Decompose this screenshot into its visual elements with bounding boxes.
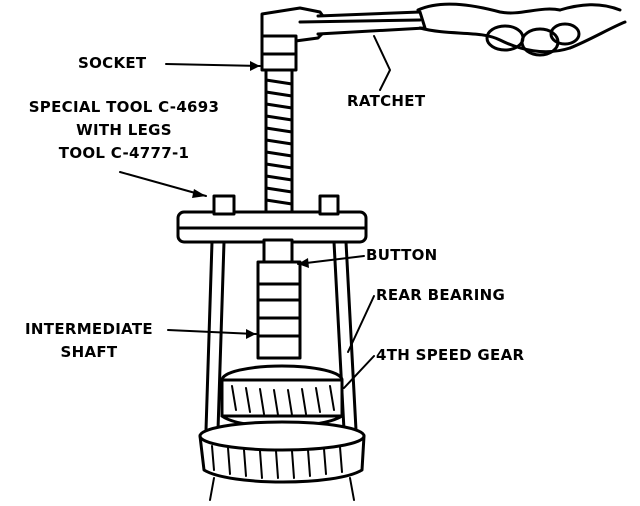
fourth-speed-gear (220, 364, 344, 428)
button-leader (297, 255, 365, 265)
fourth-gear-leader (343, 355, 375, 389)
rear-bearing-leader (347, 295, 375, 353)
label-button: BUTTON (366, 246, 438, 264)
label-intermediate-line1: INTERMEDIATE (25, 320, 153, 338)
label-special-tool-line3: TOOL C-4777-1 (58, 144, 190, 162)
socket-part (260, 34, 298, 72)
intermediate-leader (167, 329, 257, 335)
label-intermediate-line2: SHAFT (60, 343, 118, 361)
base-gear (198, 420, 366, 501)
leader-arrowheads (192, 61, 309, 339)
label-special-tool-line2: WITH LEGS (76, 121, 172, 139)
leader-lines (119, 35, 391, 389)
ratchet-leader (373, 35, 391, 91)
label-special-tool-line1: SPECIAL TOOL C-4693 (28, 98, 220, 116)
intermediate-shaft (256, 238, 302, 360)
tool-crossbar (176, 194, 368, 244)
socket-leader (165, 63, 261, 67)
label-rear-bearing: REAR BEARING (376, 286, 506, 304)
special-tool-leader (119, 171, 207, 197)
label-fourth-speed-gear: 4TH SPEED GEAR (376, 346, 525, 364)
ratchet-tool (260, 2, 627, 57)
label-ratchet: RATCHET (347, 92, 426, 110)
label-socket: SOCKET (78, 54, 147, 72)
